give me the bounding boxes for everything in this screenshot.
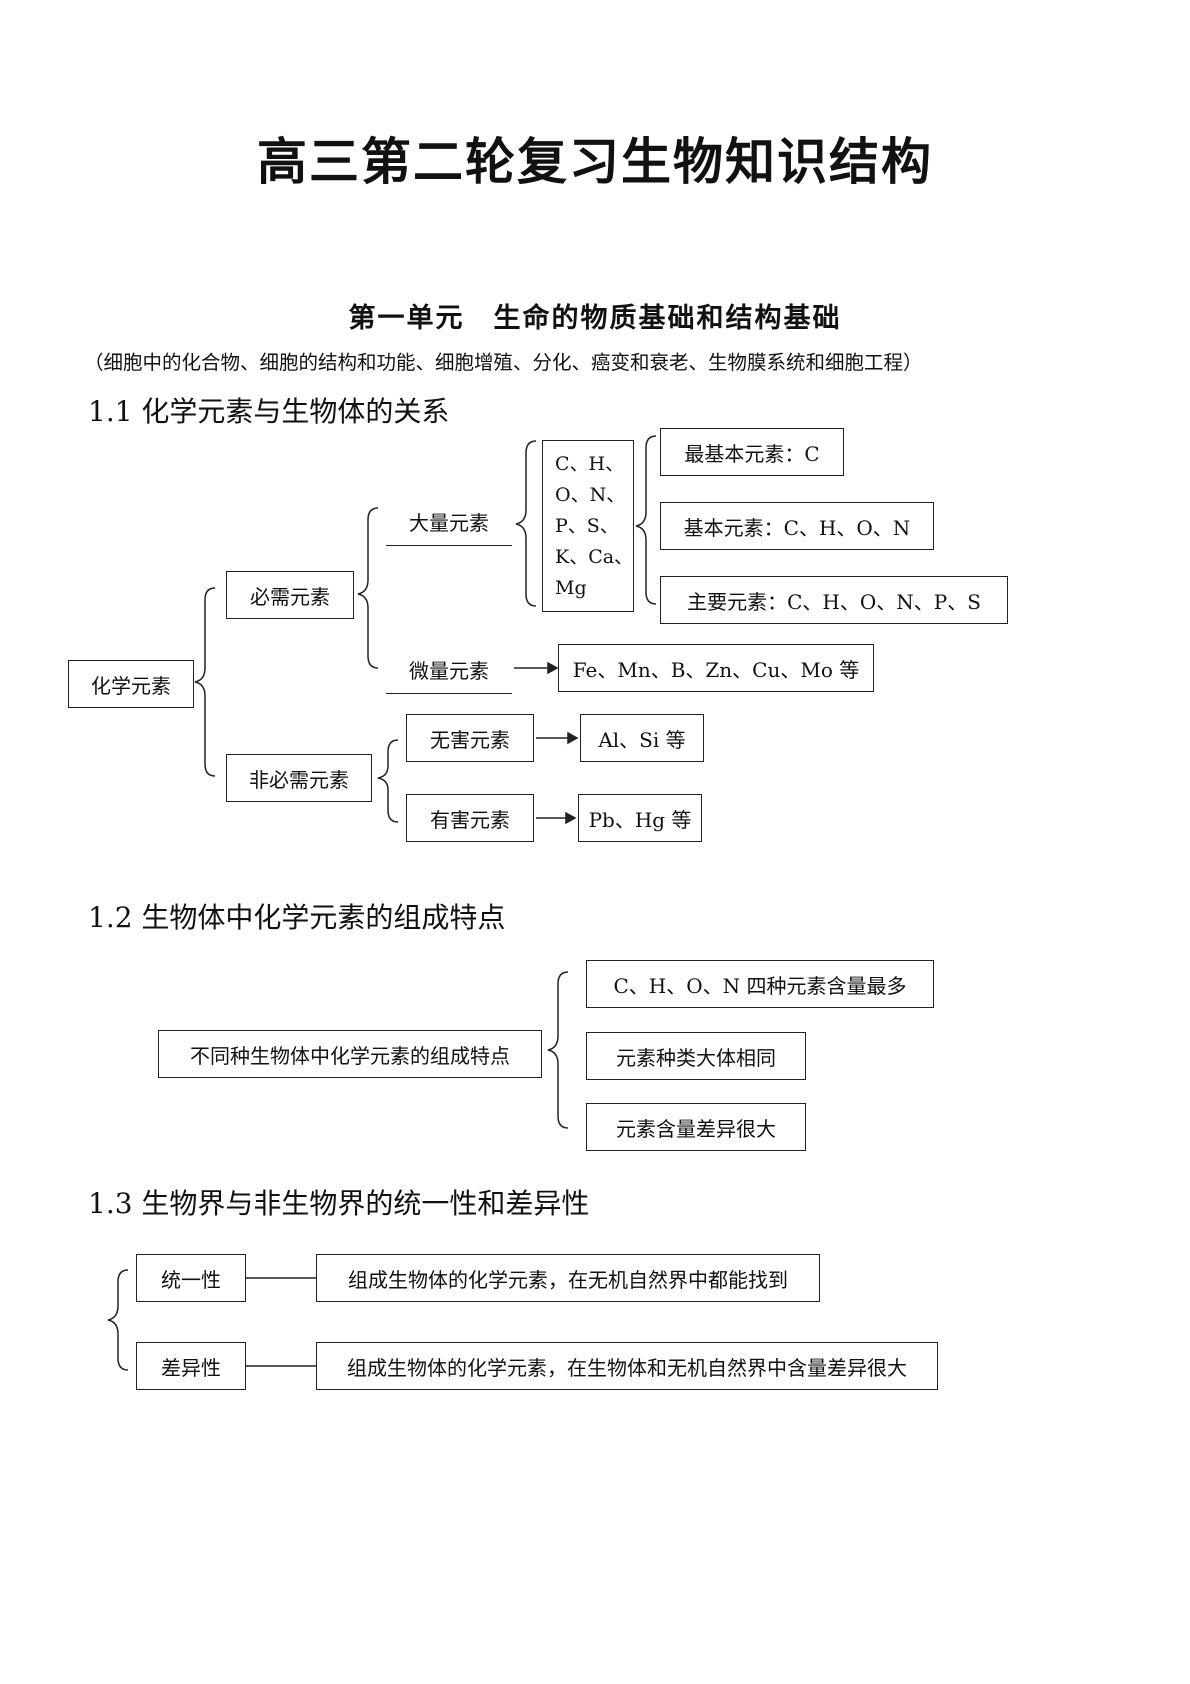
node-difference: 差异性 [136, 1342, 246, 1390]
macro-list-line: C、H、 [555, 452, 625, 475]
node-harmless-elements: 无害元素 [406, 714, 534, 762]
section-heading-1-1: 1.1 化学元素与生物体的关系 [88, 395, 450, 428]
node-chemical-elements: 化学元素 [68, 660, 194, 708]
macro-list-line: P、S、 [555, 514, 619, 537]
node-harmless-list: Al、Si 等 [580, 714, 704, 762]
node-feature-1: C、H、O、N 四种元素含量最多 [586, 960, 934, 1008]
node-composition-features: 不同种生物体中化学元素的组成特点 [158, 1030, 542, 1078]
node-unity-description: 组成生物体的化学元素，在无机自然界中都能找到 [316, 1254, 820, 1302]
node-most-basic-element: 最基本元素：C [660, 428, 844, 476]
unit-title: 第一单元 生命的物质基础和结构基础 [348, 303, 842, 334]
node-harmful-list: Pb、Hg 等 [578, 794, 702, 842]
section-heading-1-2: 1.2 生物体中化学元素的组成特点 [88, 901, 506, 934]
node-micro-elements: 微量元素 [386, 646, 512, 694]
macro-list-line: O、N、 [555, 483, 626, 506]
node-feature-2: 元素种类大体相同 [586, 1032, 806, 1080]
node-feature-3: 元素含量差异很大 [586, 1103, 806, 1151]
node-macro-element-list: C、H、 O、N、 P、S、 K、Ca、 Mg [542, 440, 634, 612]
macro-list-line: Mg [555, 576, 587, 599]
node-unity: 统一性 [136, 1254, 246, 1302]
basic-elements-label: 基本元素：C、H、O、N [683, 515, 911, 540]
node-main-elements: 主要元素：C、H、O、N、P、S [660, 576, 1008, 624]
node-macro-elements: 大量元素 [386, 498, 512, 546]
section-heading-1-3: 1.3 生物界与非生物界的统一性和差异性 [88, 1187, 590, 1220]
node-basic-elements: 基本元素：C、H、O、N [660, 502, 934, 550]
unit-subtitle: （细胞中的化合物、细胞的结构和功能、细胞增殖、分化、癌变和衰老、生物膜系统和细胞… [84, 351, 923, 374]
macro-list-line: K、Ca、 [555, 545, 634, 568]
node-micro-element-list: Fe、Mn、B、Zn、Cu、Mo 等 [558, 644, 874, 692]
node-essential-elements: 必需元素 [226, 571, 354, 619]
node-difference-description: 组成生物体的化学元素，在生物体和无机自然界中含量差异很大 [316, 1342, 938, 1390]
node-nonessential-elements: 非必需元素 [226, 754, 372, 802]
node-harmful-elements: 有害元素 [406, 794, 534, 842]
document-title: 高三第二轮复习生物知识结构 [257, 133, 933, 191]
